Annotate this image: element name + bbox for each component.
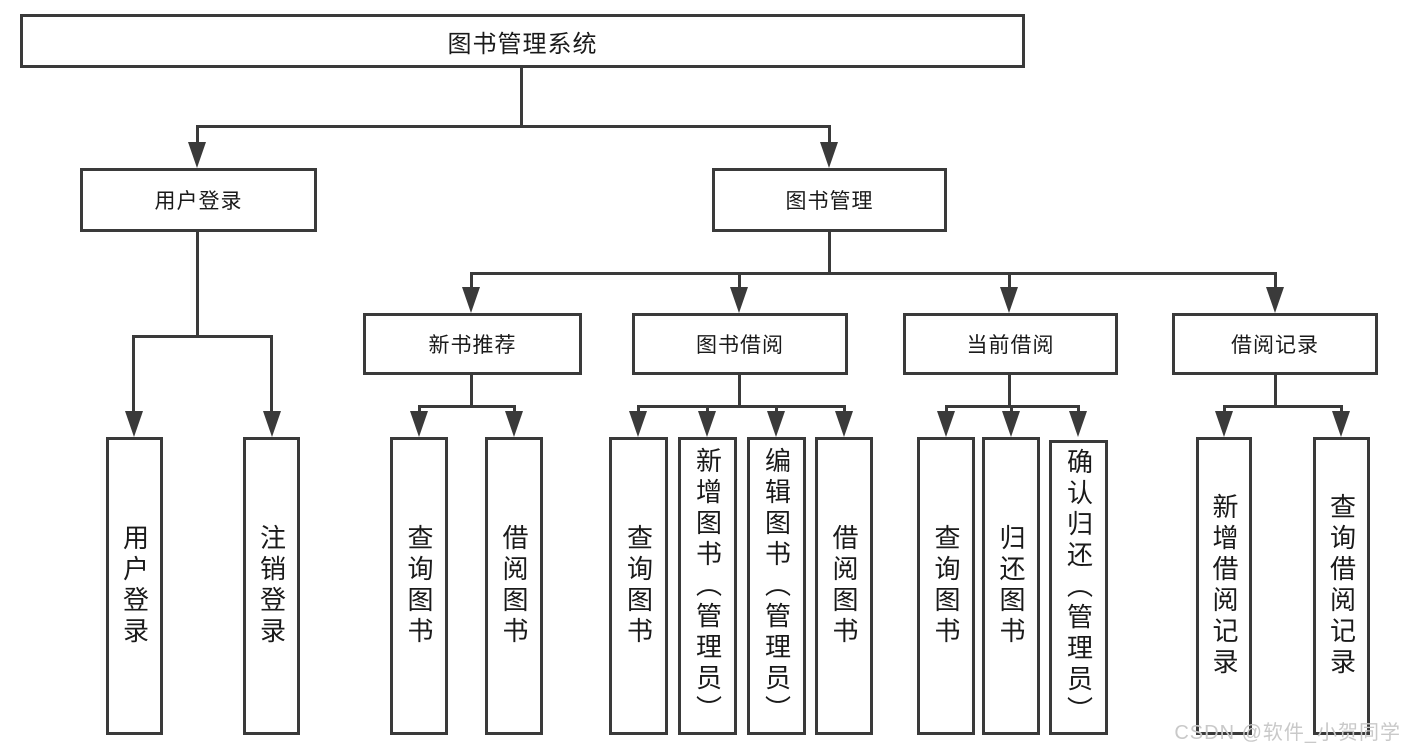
arrowhead-down (505, 411, 523, 437)
leaf-return-books-label: 归还图书 (996, 524, 1026, 648)
arrowhead-down (1215, 411, 1233, 437)
node-new-book-recommendation-label: 新书推荐 (428, 334, 517, 357)
connector-line (1223, 405, 1343, 408)
connector-line (1010, 405, 1013, 413)
connector-line (1274, 272, 1277, 290)
arrowhead-down (698, 411, 716, 437)
connector-line (945, 405, 948, 413)
leaf-add-borrow-record: 新增借阅记录 (1196, 437, 1252, 735)
arrowhead-down (1332, 411, 1350, 437)
leaf-add-borrow-record-label: 新增借阅记录 (1209, 493, 1239, 679)
connector-line (706, 405, 709, 413)
arrowhead-down (1000, 287, 1018, 313)
node-current-borrowing-label: 当前借阅 (966, 334, 1055, 357)
leaf-borrow-books: 借阅图书 (815, 437, 873, 735)
connector-line (828, 232, 831, 272)
leaf-query-borrow-record: 查询借阅记录 (1313, 437, 1370, 735)
leaf-borrow-books-recommend-label: 借阅图书 (499, 524, 529, 648)
arrowhead-down (1266, 287, 1284, 313)
leaf-confirm-return-admin-label: 确认归还（管理员） (1063, 448, 1094, 727)
arrowhead-down (937, 411, 955, 437)
leaf-query-books-recommend-label: 查询图书 (404, 524, 434, 648)
arrowhead-down (263, 411, 281, 437)
connector-line (775, 405, 778, 413)
leaf-query-books-borrow: 查询图书 (609, 437, 668, 735)
connector-line (1008, 272, 1011, 290)
leaf-query-books-current: 查询图书 (917, 437, 975, 735)
arrowhead-down (188, 142, 206, 168)
node-borrowing-records: 借阅记录 (1172, 313, 1378, 375)
node-library-system: 图书管理系统 (20, 14, 1025, 68)
arrowhead-down (462, 287, 480, 313)
leaf-add-book-admin: 新增图书（管理员） (678, 437, 737, 735)
leaf-logout: 注销登录 (243, 437, 300, 735)
connector-line (270, 335, 273, 413)
connector-line (637, 405, 640, 413)
connector-line (196, 125, 830, 128)
arrowhead-down (820, 142, 838, 168)
leaf-return-books: 归还图书 (982, 437, 1040, 735)
arrowhead-down (730, 287, 748, 313)
arrowhead-down (410, 411, 428, 437)
leaf-edit-book-admin-label: 编辑图书（管理员） (761, 446, 792, 726)
node-book-borrowing-label: 图书借阅 (696, 334, 784, 357)
node-current-borrowing: 当前借阅 (903, 313, 1118, 375)
arrowhead-down (835, 411, 853, 437)
node-book-borrowing: 图书借阅 (632, 313, 848, 375)
node-book-management-label: 图书管理 (785, 190, 874, 213)
connector-line (470, 272, 1277, 275)
node-user-login-label: 用户登录 (154, 190, 243, 213)
connector-line (513, 405, 516, 413)
connector-line (132, 335, 273, 338)
node-library-system-label: 图书管理系统 (447, 30, 598, 58)
connector-line (520, 68, 523, 125)
leaf-query-books-recommend: 查询图书 (390, 437, 448, 735)
connector-line (1274, 375, 1277, 405)
leaf-query-books-borrow-label: 查询图书 (623, 524, 654, 648)
leaf-query-books-current-label: 查询图书 (931, 524, 961, 648)
connector-line (843, 405, 846, 413)
arrowhead-down (125, 411, 143, 437)
node-book-management: 图书管理 (712, 168, 947, 232)
leaf-edit-book-admin: 编辑图书（管理员） (747, 437, 806, 735)
node-user-login: 用户登录 (80, 168, 317, 232)
arrowhead-down (1069, 411, 1087, 437)
connector-line (418, 405, 516, 408)
connector-line (470, 375, 473, 405)
connector-line (132, 335, 135, 413)
connector-line (738, 272, 741, 290)
leaf-query-borrow-record-label: 查询借阅记录 (1326, 493, 1357, 679)
connector-line (1008, 375, 1011, 405)
connector-line (1223, 405, 1226, 413)
arrowhead-down (629, 411, 647, 437)
connector-line (1077, 405, 1080, 413)
connector-line (637, 405, 846, 408)
node-new-book-recommendation: 新书推荐 (363, 313, 582, 375)
leaf-logout-label: 注销登录 (256, 524, 287, 648)
arrowhead-down (767, 411, 785, 437)
leaf-user-login: 用户登录 (106, 437, 163, 735)
arrowhead-down (1002, 411, 1020, 437)
connector-line (470, 272, 473, 290)
connector-line (738, 375, 741, 405)
leaf-borrow-books-label: 借阅图书 (829, 524, 859, 648)
leaf-add-book-admin-label: 新增图书（管理员） (692, 446, 723, 726)
connector-line (828, 125, 831, 148)
connector-line (196, 125, 199, 148)
connector-line (418, 405, 421, 413)
leaf-borrow-books-recommend: 借阅图书 (485, 437, 543, 735)
leaf-user-login-label: 用户登录 (119, 524, 150, 648)
connector-line (1340, 405, 1343, 413)
leaf-confirm-return-admin: 确认归还（管理员） (1049, 440, 1108, 735)
connector-line (196, 232, 199, 335)
node-borrowing-records-label: 借阅记录 (1231, 334, 1319, 357)
